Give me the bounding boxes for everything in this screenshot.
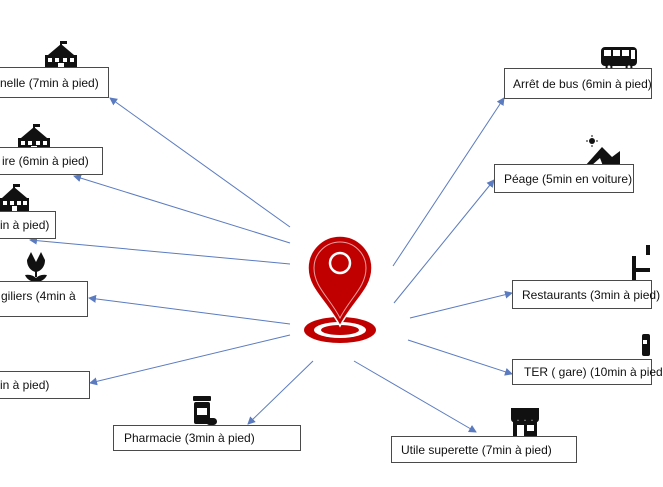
arrow-peage xyxy=(393,179,495,304)
arrow-superette xyxy=(353,360,477,433)
place-box-fleuriste: giliers (4min à xyxy=(0,281,88,317)
place-box-maternelle: nelle (7min à pied) xyxy=(0,67,109,98)
place-label: Arrêt de bus (6min à pied) xyxy=(513,76,652,91)
arrow-fleuriste xyxy=(88,294,291,325)
place-label: Restaurants (3min à pied) xyxy=(522,287,661,302)
place-box-college: in à pied) xyxy=(0,211,56,239)
arrow-primaire xyxy=(73,174,291,244)
pill-bottle-icon xyxy=(193,396,217,425)
place-box-pharmacie: Pharmacie (3min à pied) xyxy=(113,425,301,451)
place-box-left-bottom: in à pied) xyxy=(0,371,90,399)
arrow-ter xyxy=(407,339,513,376)
place-label: Utile superette (7min à pied) xyxy=(401,442,552,457)
bus-icon xyxy=(601,47,637,71)
location-pin-icon xyxy=(304,235,376,343)
arrows xyxy=(29,97,513,433)
arrow-pharmacie xyxy=(247,360,314,425)
shop-icon xyxy=(511,408,539,437)
place-label: TER ( gare) (10min à pied xyxy=(524,365,663,379)
place-box-superette: Utile superette (7min à pied) xyxy=(391,436,577,463)
place-label: Péage (5min en voiture) xyxy=(504,171,633,186)
place-box-restaurants: Restaurants (3min à pied) xyxy=(512,280,660,309)
restaurant-icon xyxy=(632,245,650,282)
school-icon xyxy=(0,184,29,212)
school-icon xyxy=(45,41,77,70)
place-box-peage: Péage (5min en voiture) xyxy=(494,164,634,193)
place-label: giliers (4min à xyxy=(1,289,76,303)
place-box-bus: Arrêt de bus (6min à pied) xyxy=(504,68,652,99)
arrow-maternelle xyxy=(109,97,291,228)
arrow-left-bottom xyxy=(89,334,291,386)
train-icon xyxy=(642,334,650,356)
tulip-icon xyxy=(25,252,47,282)
place-label: nelle (7min à pied) xyxy=(0,75,99,90)
place-box-primaire: ire (6min à pied) xyxy=(0,147,103,175)
place-label: in à pied) xyxy=(0,378,50,392)
toll-road-icon xyxy=(585,135,620,166)
arrow-college xyxy=(29,236,291,265)
place-label: in à pied) xyxy=(0,218,50,232)
arrow-bus xyxy=(392,97,505,267)
place-label: ire (6min à pied) xyxy=(2,154,89,168)
place-label: Pharmacie (3min à pied) xyxy=(124,431,255,445)
arrow-restaurants xyxy=(409,290,513,319)
place-box-ter: TER ( gare) (10min à pied xyxy=(512,359,663,385)
